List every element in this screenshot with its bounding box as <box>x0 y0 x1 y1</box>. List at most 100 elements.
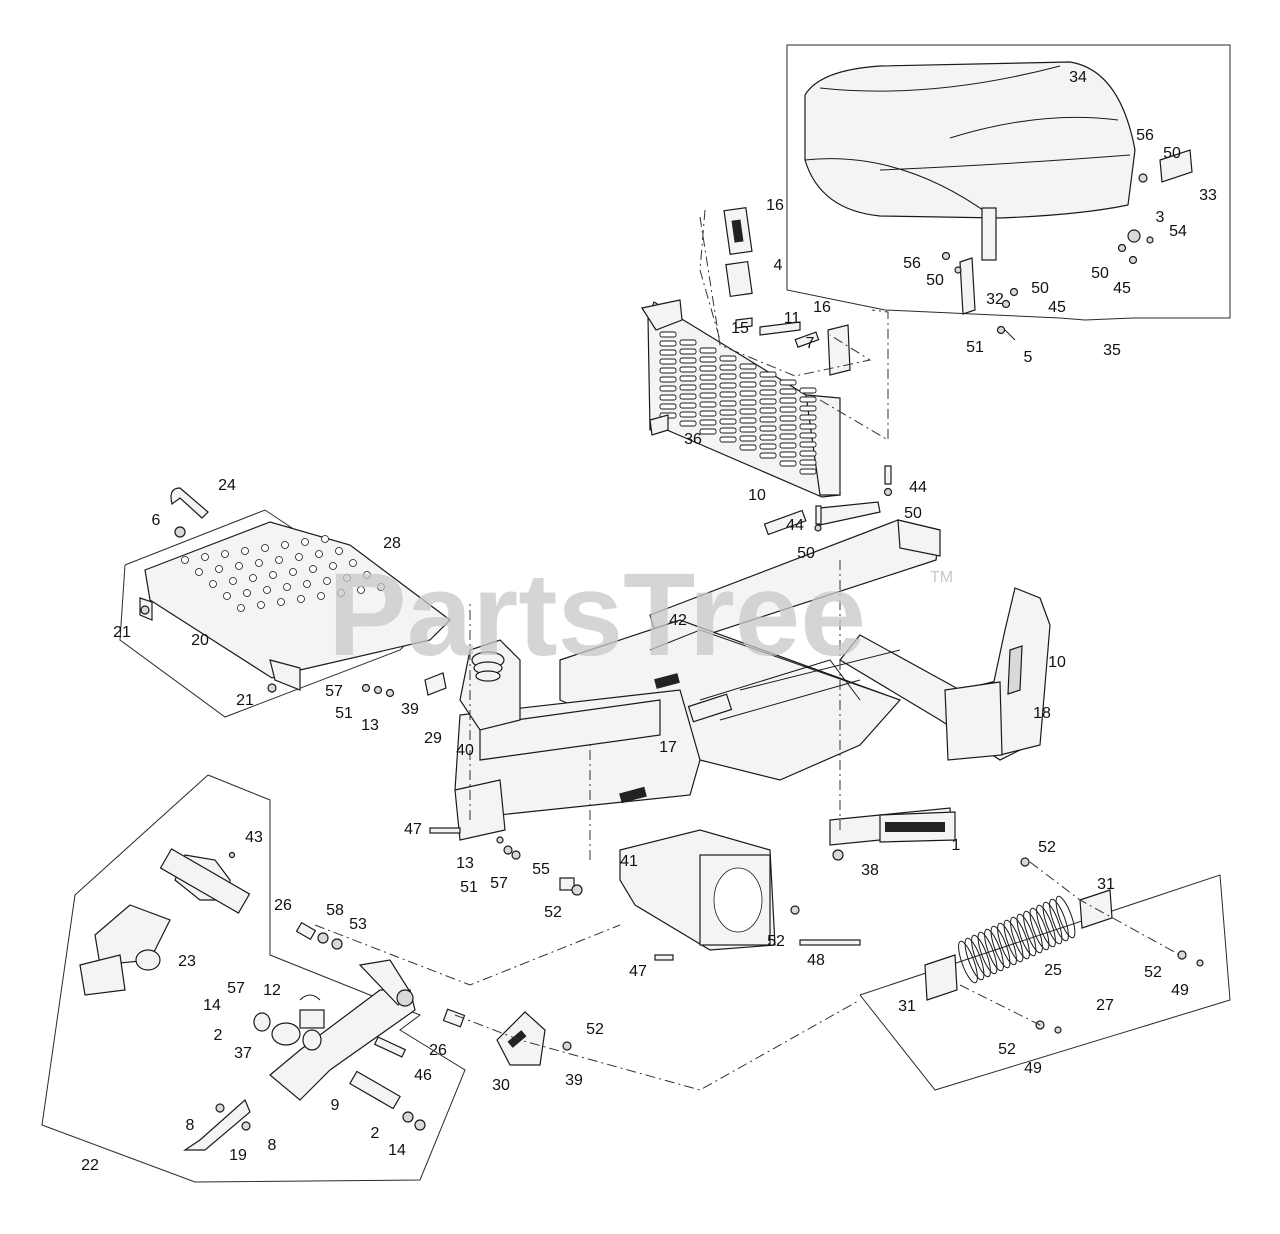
foot-hole <box>281 541 289 549</box>
grille-slot <box>659 331 677 338</box>
grille-slot <box>659 358 677 365</box>
grille-slot <box>699 374 717 381</box>
grille-slot <box>759 425 777 432</box>
grille-slot <box>699 419 717 426</box>
grille-slot <box>699 392 717 399</box>
foot-hole <box>321 535 329 543</box>
callout-52: 52 <box>1144 964 1162 981</box>
foot-hole <box>277 598 285 606</box>
callout-45: 45 <box>1048 299 1066 316</box>
callout-46: 46 <box>414 1067 432 1084</box>
foot-hole <box>263 586 271 594</box>
callout-19: 19 <box>229 1147 247 1164</box>
callout-38: 38 <box>861 862 879 879</box>
callout-36: 36 <box>684 431 702 448</box>
callout-49: 49 <box>1171 982 1189 999</box>
callout-4: 4 <box>774 257 783 274</box>
grille-slot <box>759 416 777 423</box>
callout-39: 39 <box>401 701 419 718</box>
callout-47: 47 <box>629 963 647 980</box>
grille-slot <box>779 433 797 440</box>
spring-coils-25 <box>958 895 1076 984</box>
callout-51: 51 <box>335 705 353 722</box>
callout-43: 43 <box>245 829 263 846</box>
grille-slot <box>799 459 817 466</box>
grille-slot <box>779 379 797 386</box>
grille-slot <box>719 409 737 416</box>
callout-55: 55 <box>532 861 550 878</box>
spring-coil <box>958 940 978 984</box>
foot-hole <box>329 562 337 570</box>
grille-slot <box>799 423 817 430</box>
foot-hole <box>241 547 249 555</box>
foot-hole <box>363 571 371 579</box>
watermark-tm: TM <box>930 569 953 586</box>
grille-slot <box>719 418 737 425</box>
callout-32: 32 <box>986 291 1004 308</box>
callout-45: 45 <box>1113 280 1131 297</box>
grille-slot <box>739 381 757 388</box>
callout-2: 2 <box>214 1027 223 1044</box>
grille-slot <box>719 391 737 398</box>
callout-15: 15 <box>731 320 749 337</box>
grille-slot <box>799 432 817 439</box>
foot-hole <box>229 577 237 585</box>
spring-coil <box>997 922 1017 966</box>
grille-slot <box>739 399 757 406</box>
foot-hole <box>335 547 343 555</box>
foot-hole <box>257 601 265 609</box>
grille-slot <box>679 348 697 355</box>
callout-24: 24 <box>218 477 236 494</box>
grille-slot <box>759 380 777 387</box>
callout-21: 21 <box>113 624 131 641</box>
spring-plate-31b <box>924 954 958 1001</box>
callout-31: 31 <box>1097 876 1115 893</box>
callout-53: 53 <box>349 916 367 933</box>
grille-slot <box>799 441 817 448</box>
foot-hole <box>357 586 365 594</box>
callout-6: 6 <box>152 512 161 529</box>
callout-50: 50 <box>904 505 922 522</box>
callout-11: 11 <box>784 310 801 327</box>
watermark-text: PartsTree <box>328 549 866 681</box>
callout-37: 37 <box>234 1045 252 1062</box>
grille-slot <box>679 384 697 391</box>
callout-14: 14 <box>388 1142 406 1159</box>
grille-slots <box>659 331 817 475</box>
grille-slot <box>719 373 737 380</box>
grille-slot <box>719 427 737 434</box>
foot-hole <box>221 550 229 558</box>
grille-slot <box>759 389 777 396</box>
foot-hole <box>283 583 291 591</box>
foot-hole <box>249 574 257 582</box>
callout-31: 31 <box>898 998 916 1015</box>
grille-slot <box>759 371 777 378</box>
grille-slot <box>799 414 817 421</box>
grille-slot <box>659 403 677 410</box>
callout-52: 52 <box>1038 839 1056 856</box>
callout-52: 52 <box>586 1021 604 1038</box>
callout-14: 14 <box>203 997 221 1014</box>
callout-44: 44 <box>786 517 804 534</box>
spring-coil <box>977 931 998 975</box>
linkage-group-outline <box>41 774 466 1183</box>
callout-44: 44 <box>909 479 927 496</box>
callout-54: 54 <box>1169 223 1187 240</box>
grille-slot <box>659 376 677 383</box>
grille-slot <box>759 407 777 414</box>
grille-slot <box>699 383 717 390</box>
seat-group-outline <box>786 44 1231 321</box>
grille-slot <box>779 397 797 404</box>
callout-57: 57 <box>227 980 245 997</box>
callout-56: 56 <box>1136 127 1154 144</box>
callout-50: 50 <box>1031 280 1049 297</box>
foot-hole <box>337 589 345 597</box>
spring-coil <box>1042 901 1063 945</box>
callout-22: 22 <box>81 1157 99 1174</box>
callout-30: 30 <box>492 1077 510 1094</box>
footrest-group-outline <box>119 509 431 718</box>
foot-hole <box>255 559 263 567</box>
grille-slot <box>739 426 757 433</box>
grille-slot <box>779 451 797 458</box>
